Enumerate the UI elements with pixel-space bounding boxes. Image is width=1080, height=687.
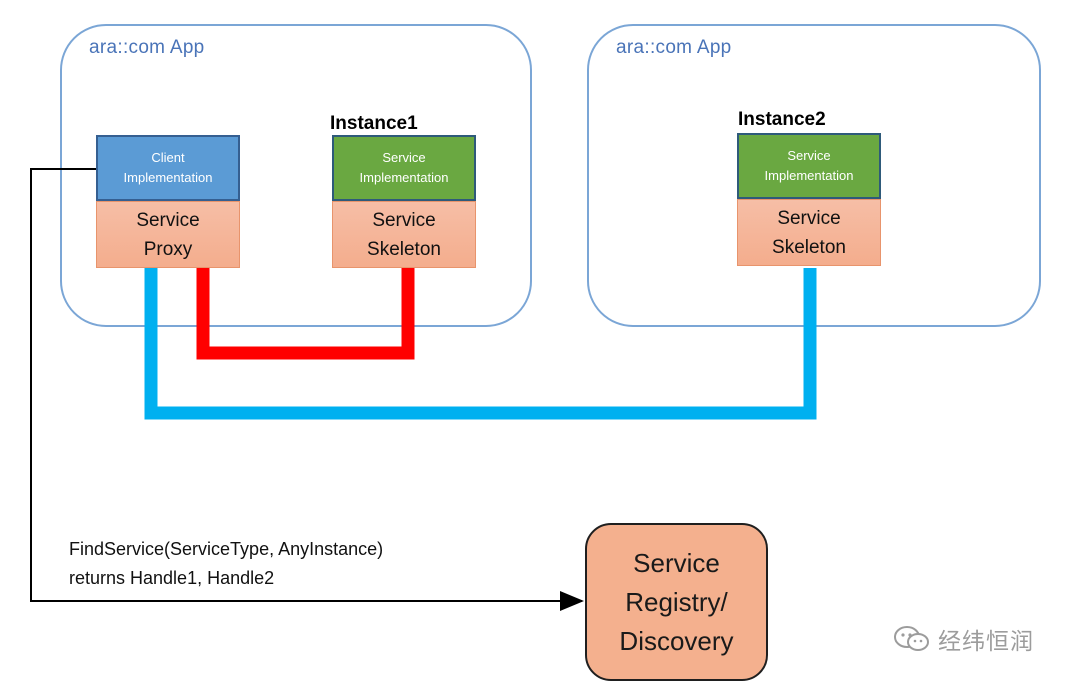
service-implementation-1-box: Service Implementation <box>332 135 476 201</box>
find-service-line1: FindService(ServiceType, AnyInstance) <box>69 539 384 559</box>
instance2-label: Instance2 <box>738 109 826 130</box>
service-skeleton-2-line2: Skeleton <box>772 236 846 258</box>
service-registry-line1: Service <box>633 547 720 578</box>
client-implementation-line2: Implementation <box>123 170 213 185</box>
service-skeleton-2-line1: Service <box>777 207 841 229</box>
watermark: 经纬恒润 <box>892 622 1034 656</box>
find-service-arrow <box>30 168 584 611</box>
service-implementation-1-line1: Service <box>382 150 426 165</box>
service-registry-line3: Discovery <box>619 625 734 656</box>
service-proxy-line2: Proxy <box>143 238 193 260</box>
blue-link-line <box>144 268 817 420</box>
service-skeleton-1-box: Service Skeleton <box>332 201 476 268</box>
service-implementation-2-line1: Service <box>787 148 831 163</box>
app-label-right: ara::com App <box>616 37 732 58</box>
service-registry-line2: Registry/ <box>625 586 728 617</box>
find-service-annotation: FindService(ServiceType, AnyInstance) re… <box>69 535 383 593</box>
service-skeleton-2-box: Service Skeleton <box>737 199 881 266</box>
service-implementation-1-line2: Implementation <box>359 170 449 185</box>
wechat-icon <box>894 626 929 651</box>
app-label-left: ara::com App <box>89 37 205 58</box>
service-implementation-2-line2: Implementation <box>764 168 854 183</box>
service-proxy-box: Service Proxy <box>96 201 240 268</box>
watermark-text: 经纬恒润 <box>938 628 1034 654</box>
service-skeleton-1-line1: Service <box>372 209 436 231</box>
client-implementation-line1: Client <box>151 150 185 165</box>
service-proxy-line1: Service <box>136 209 200 231</box>
service-skeleton-1-line2: Skeleton <box>367 238 441 260</box>
find-service-line2: returns Handle1, Handle2 <box>69 568 275 588</box>
service-registry-box: Service Registry/ Discovery <box>585 523 768 681</box>
service-implementation-2-box: Service Implementation <box>737 133 881 199</box>
red-link-line <box>196 268 415 360</box>
client-implementation-box: Client Implementation <box>96 135 240 201</box>
instance1-label: Instance1 <box>330 113 418 134</box>
